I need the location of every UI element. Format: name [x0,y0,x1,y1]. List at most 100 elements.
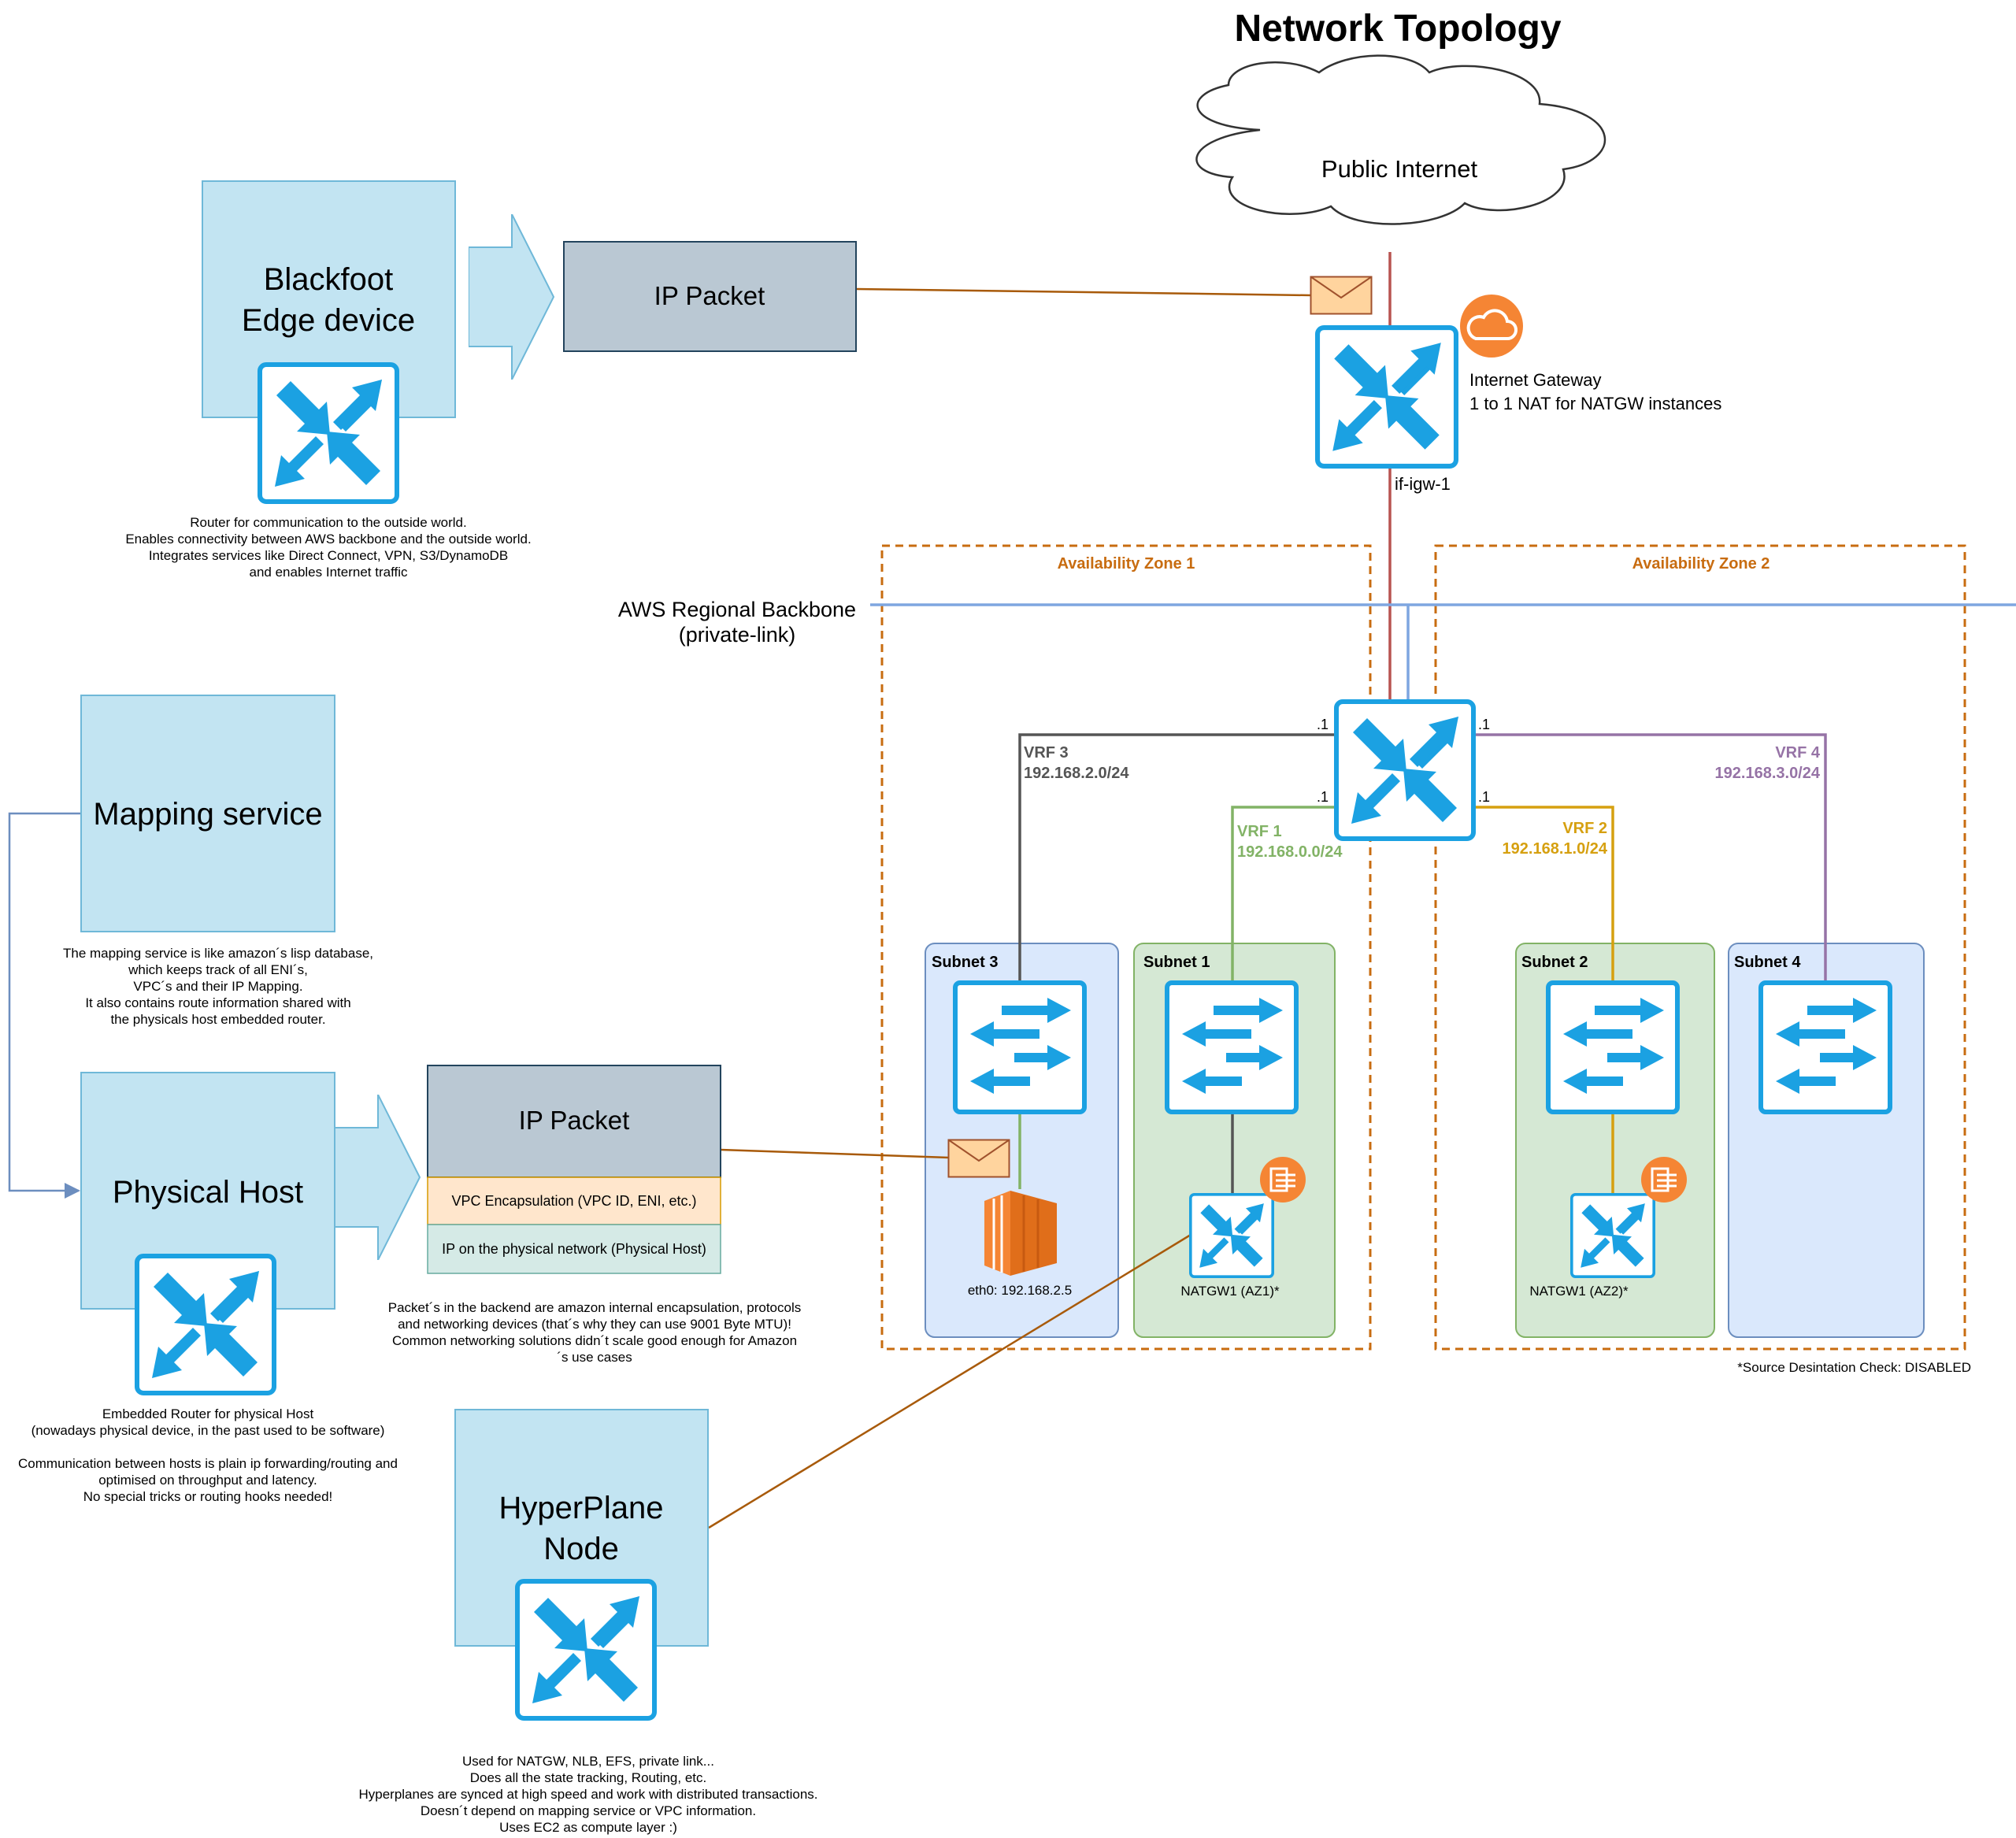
hp-desc-4: Uses EC2 as compute layer :) [499,1820,677,1835]
physical-host-arrow-icon [335,1095,421,1260]
natgw-az2-badge-icon [1641,1157,1687,1202]
ec2-instance-icon [984,1191,1057,1276]
packet-stack-header: IP Packet [519,1106,630,1135]
host-desc-3: Communication between hosts is plain ip … [18,1456,398,1471]
vrf4-cidr: 192.168.3.0/24 [1715,765,1821,782]
vrf3-name: VRF 3 [1024,744,1069,762]
mapping-desc-1: which keeps track of all ENI´s, [128,962,308,977]
availability-zone-1 [880,544,1372,1351]
mapping-to-host-connector [8,812,81,1199]
blackfoot-arrow-icon [469,214,554,380]
subnet-2-switch-icon [1548,983,1677,1112]
igw-interface-label: if-igw-1 [1395,474,1451,494]
mapping-desc-2: VPC´s and their IP Mapping. [133,979,302,994]
packet-stack-physical-box [427,1224,721,1274]
stack-desc-1: and networking devices (that´s why they … [398,1317,791,1332]
vrf2-name: VRF 2 [1562,820,1607,837]
mapping-service-label: Mapping service [93,797,322,832]
cloud-service-icon [1460,295,1523,358]
hp-desc-3: Doesn´t depend on mapping service or VPC… [421,1803,756,1818]
subnet-3-label: Subnet 3 [932,954,998,971]
port-label-vrf3: .1 [1317,717,1329,732]
physical-host-router-icon [137,1256,274,1393]
host-desc-4: optimised on throughput and latency. [98,1473,317,1488]
vrf2-cidr: 192.168.1.0/24 [1503,840,1608,858]
packet-top-line [855,287,1312,297]
physical-host-description: Embedded Router for physical Host (nowad… [18,1406,398,1504]
packet-stack-encap-box [427,1177,721,1225]
physical-host-label: Physical Host [113,1175,303,1210]
subnet-1-switch-icon [1167,983,1296,1112]
footnote: *Source Desintation Check: DISABLED [1737,1360,1971,1375]
hp-desc-2: Hyperplanes are synced at high speed and… [358,1787,817,1802]
vpc-router-icon [1336,702,1473,839]
igw-label-2: 1 to 1 NAT for NATGW instances [1469,394,1721,413]
ip-packet-top-label: IP Packet [654,281,765,310]
backbone-label-2: (private-link) [679,623,796,647]
packet-stack-line [720,1148,950,1159]
vrf1-line [1231,806,1334,983]
blackfoot-line2: Edge device [242,303,415,338]
hyperplane-line [708,1233,1191,1529]
hyperplane-router-icon [517,1581,654,1718]
packet-stack-header-box [427,1065,721,1178]
stack-desc-2: Common networking solutions didn´t scale… [392,1333,797,1348]
backbone-label-1: AWS Regional Backbone [618,598,856,621]
blackfoot-line1: Blackfoot [264,262,394,297]
host-desc-5: No special tricks or routing hooks neede… [83,1489,333,1504]
subnet-2-label: Subnet 2 [1521,954,1588,971]
packet-stack-encap: VPC Encapsulation (VPC ID, ENI, etc.) [451,1193,696,1209]
packet-stack-description: Packet´s in the backend are amazon inter… [388,1300,801,1365]
vrf3-cidr: 192.168.2.0/24 [1024,765,1129,782]
public-internet-cloud: Public Internet [1195,54,1606,225]
vrf1-name: VRF 1 [1237,823,1282,840]
az2-label: Availability Zone 2 [1632,555,1770,573]
port-label-vrf1: .1 [1317,789,1329,805]
blackfoot-description: Router for communication to the outside … [125,515,531,580]
ip-packet-top-box [563,241,857,352]
natgw-az1-label: NATGW1 (AZ1)* [1180,1284,1280,1299]
vrf4-name: VRF 4 [1775,744,1821,762]
diagram-title: Network Topology [1234,8,1561,50]
hp-desc-1: Does all the state tracking, Routing, et… [470,1770,707,1785]
eth0-label: eth0: 192.168.2.5 [968,1283,1072,1298]
availability-zone-2 [1434,544,1966,1351]
host-desc-1: (nowadays physical device, in the past u… [32,1423,385,1438]
igw-label-1: Internet Gateway [1469,370,1602,390]
hyperplane-description: Used for NATGW, NLB, EFS, private link..… [358,1754,817,1835]
mapping-service-box [80,695,335,932]
stack-desc-0: Packet´s in the backend are amazon inter… [388,1300,801,1315]
internet-gateway-router-icon [1317,328,1456,466]
vrf3-line [1018,733,1334,983]
hyperplane-line2: Node [543,1532,619,1566]
packet-envelope-icon-top [1310,276,1373,315]
mapping-desc-0: The mapping service is like amazon´s lis… [63,946,373,961]
hyperplane-line1: HyperPlane [498,1491,663,1525]
subnet-1-label: Subnet 1 [1143,954,1210,971]
mapping-desc-3: It also contains route information share… [85,995,350,1010]
subnet-4-switch-icon [1761,983,1890,1112]
blackfoot-desc-1: Enables connectivity between AWS backbon… [125,532,531,547]
vrf4-line [1474,733,1827,983]
vrf2-line [1474,806,1614,983]
packet-stack-physical: IP on the physical network (Physical Hos… [442,1241,706,1257]
stack-desc-3: ´s use cases [557,1350,632,1365]
mapping-desc-4: the physicals host embedded router. [110,1012,325,1027]
natgw-az2-label: NATGW1 (AZ2)* [1529,1284,1629,1299]
port-label-vrf2: .1 [1478,789,1490,805]
cloud-label: Public Internet [1321,155,1478,183]
blackfoot-router-icon [260,365,397,502]
subnet-3-switch-icon [955,983,1084,1112]
port-label-vrf4: .1 [1478,717,1490,732]
vrf1-cidr: 192.168.0.0/24 [1237,843,1343,861]
host-desc-0: Embedded Router for physical Host [102,1406,314,1421]
natgw-az1-badge-icon [1260,1157,1306,1202]
blackfoot-desc-0: Router for communication to the outside … [190,515,467,530]
az1-label: Availability Zone 1 [1058,555,1195,573]
mapping-description: The mapping service is like amazon´s lis… [63,946,373,1027]
blackfoot-desc-3: and enables Internet traffic [250,565,408,580]
packet-envelope-icon-bottom [947,1139,1010,1178]
subnet-4-label: Subnet 4 [1734,954,1801,971]
hp-desc-0: Used for NATGW, NLB, EFS, private link..… [462,1754,714,1769]
